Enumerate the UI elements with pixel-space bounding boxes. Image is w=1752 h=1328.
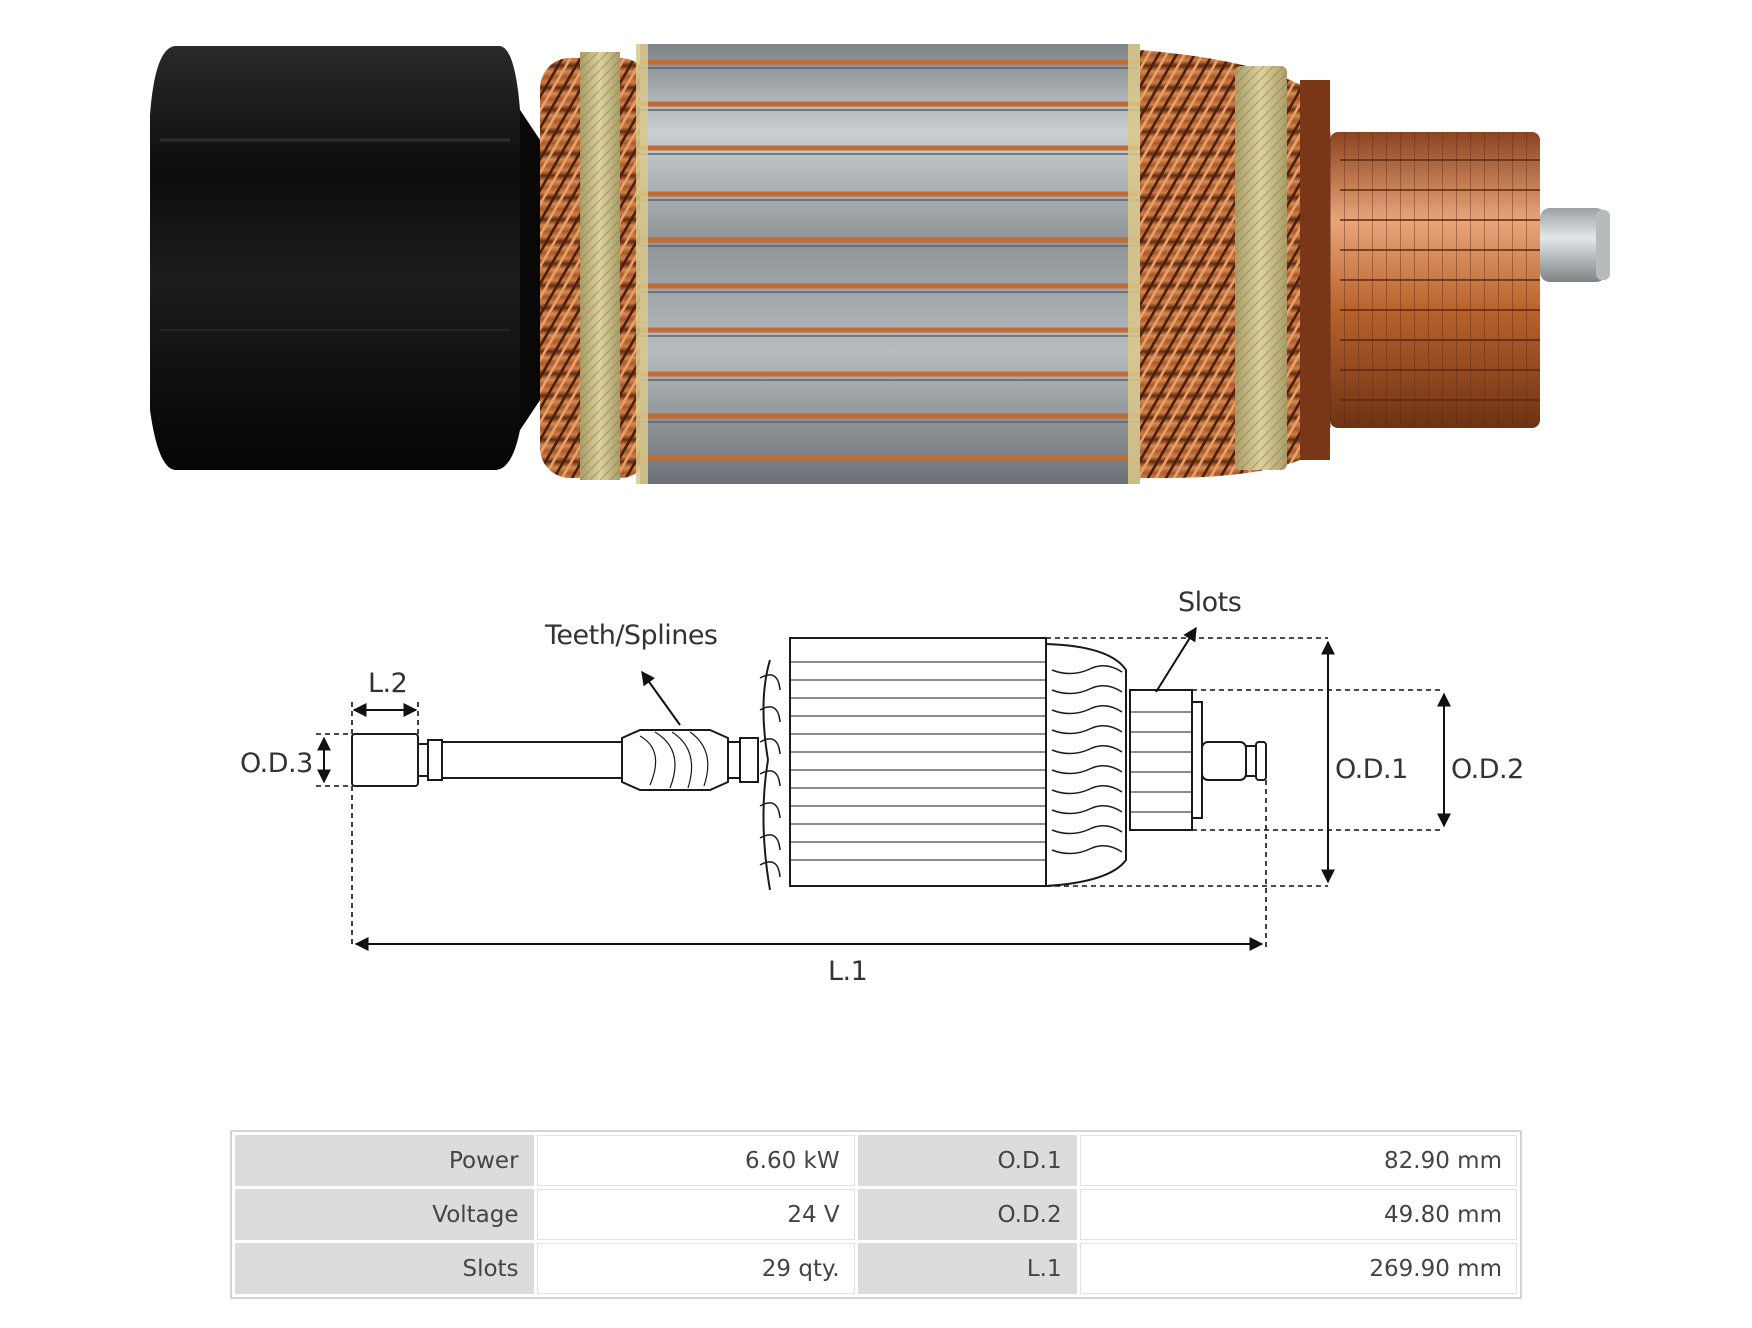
- spec-value: 82.90 mm: [1079, 1135, 1517, 1186]
- spec-label: Slots: [235, 1243, 534, 1294]
- drive-housing: [150, 46, 540, 470]
- drawing-outline: [351, 637, 1267, 891]
- shaft-end: [351, 733, 419, 787]
- spec-value: 29 qty.: [536, 1243, 855, 1294]
- steel-core: [636, 44, 1140, 484]
- armature-drawing: [316, 626, 1451, 951]
- spec-label: O.D.1: [857, 1135, 1077, 1186]
- spec-label: L.1: [857, 1243, 1077, 1294]
- drawing-core: [789, 637, 1047, 887]
- shaft-pin: [1540, 208, 1610, 282]
- table-row: Slots 29 qty. L.1 269.90 mm: [235, 1243, 1517, 1294]
- right-winding-head: [1140, 50, 1330, 479]
- drawing-right-winding: [1045, 642, 1127, 888]
- commutator: [1330, 132, 1540, 428]
- spec-label: O.D.2: [857, 1189, 1077, 1240]
- l1-label: L.1: [828, 956, 868, 987]
- table-row: Voltage 24 V O.D.2 49.80 mm: [235, 1189, 1517, 1240]
- spec-table: Power 6.60 kW O.D.1 82.90 mm Voltage 24 …: [230, 1130, 1522, 1299]
- spec-label: Power: [235, 1135, 534, 1186]
- drawing-commutator: [1129, 689, 1193, 831]
- armature-photo: [150, 44, 1610, 484]
- drawing-end-pin: [1201, 741, 1247, 781]
- spec-value: 6.60 kW: [536, 1135, 855, 1186]
- extension-lines: [316, 637, 1444, 948]
- spec-value: 49.80 mm: [1079, 1189, 1517, 1240]
- spec-value: 24 V: [536, 1189, 855, 1240]
- dimension-arrows: [317, 640, 1451, 951]
- shaft: [441, 741, 623, 779]
- slots-leader: [1155, 626, 1197, 693]
- od1-label: O.D.1: [1335, 754, 1408, 785]
- l2-label: L.2: [368, 668, 408, 699]
- spec-label: Voltage: [235, 1189, 534, 1240]
- teeth-splines-leader: [641, 670, 681, 726]
- splines: [621, 729, 729, 791]
- od2-label: O.D.2: [1451, 754, 1524, 785]
- table-row: Power 6.60 kW O.D.1 82.90 mm: [235, 1135, 1517, 1186]
- spec-value: 269.90 mm: [1079, 1243, 1517, 1294]
- teeth-splines-label: Teeth/Splines: [545, 620, 718, 651]
- drawing-left-winding: [759, 659, 781, 891]
- leader-arrows: [641, 626, 1197, 726]
- slots-label: Slots: [1178, 587, 1242, 618]
- left-winding-head: [540, 52, 650, 480]
- od3-label: O.D.3: [240, 748, 313, 779]
